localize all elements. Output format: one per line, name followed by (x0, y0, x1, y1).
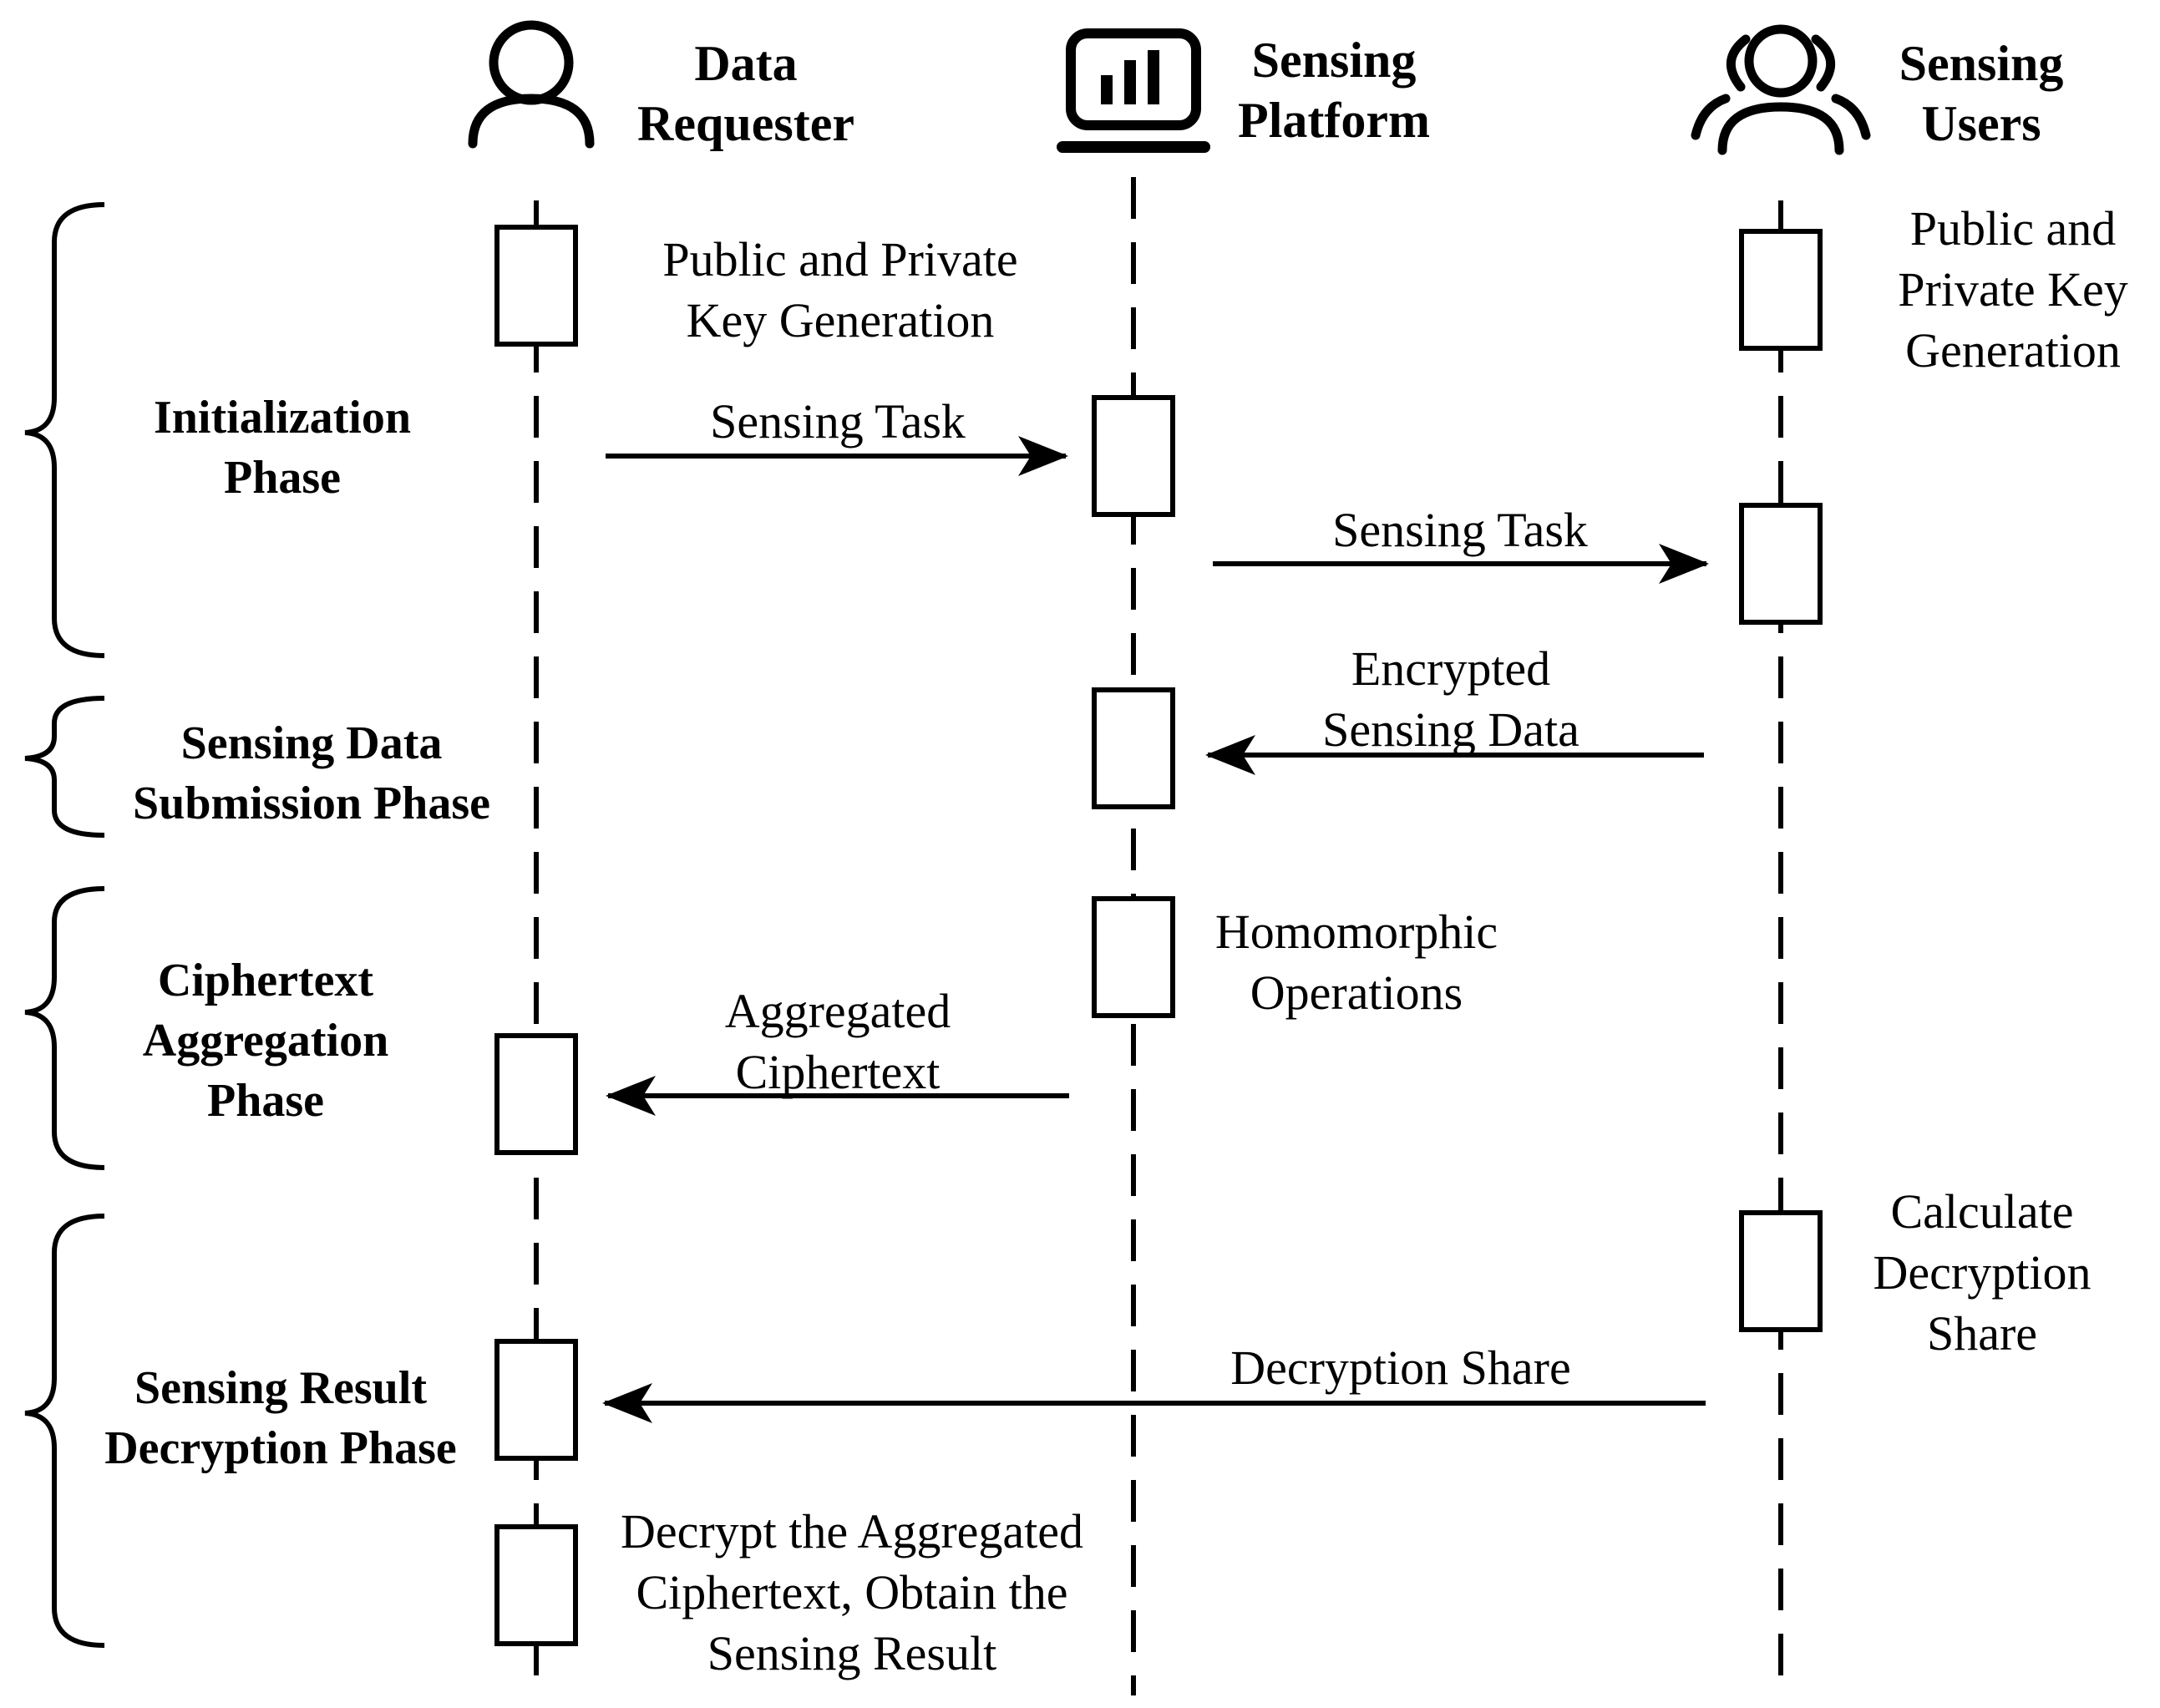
activation-platform-task (1092, 395, 1175, 517)
svg-text:Ciphertext, Obtain the: Ciphertext, Obtain the (636, 1565, 1067, 1619)
actor-label-data-requester: Data Requester (637, 36, 854, 151)
svg-text:Decrypt the Aggregated: Decrypt the Aggregated (621, 1504, 1083, 1558)
svg-text:Decryption Phase: Decryption Phase (104, 1422, 457, 1474)
svg-text:Sensing Result: Sensing Result (707, 1626, 996, 1680)
phase-brace-initialization (24, 202, 105, 658)
svg-text:Sensing Task: Sensing Task (1332, 503, 1588, 557)
note-calculate-decryption-share: Calculate Decryption Share (1874, 1184, 2092, 1361)
users-group-icon (1691, 24, 1871, 155)
actor-label-sensing-platform: Sensing Platform (1238, 33, 1430, 148)
svg-text:Sensing Result: Sensing Result (134, 1362, 427, 1414)
phase-brace-data-submission (24, 696, 105, 838)
note-users-keygen: Public and Private Key Generation (1898, 201, 2127, 378)
phase-label-result-decryption: Sensing Result Decryption Phase (104, 1362, 457, 1474)
phase-label-data-submission: Sensing Data Submission Phase (133, 717, 490, 829)
svg-text:Phase: Phase (207, 1075, 324, 1127)
svg-text:Encrypted: Encrypted (1351, 641, 1550, 696)
svg-text:Aggregation: Aggregation (143, 1015, 389, 1067)
svg-text:Phase: Phase (224, 452, 341, 504)
phase-brace-ciphertext-aggregation (24, 886, 105, 1170)
svg-text:Public and: Public and (1910, 201, 2116, 256)
phase-label-initialization: Initialization Phase (154, 392, 411, 504)
svg-text:Public and Private: Public and Private (662, 232, 1017, 286)
activation-users-task (1739, 503, 1823, 625)
message-label-aggregated-ciphertext: Aggregated Ciphertext (725, 984, 951, 1099)
note-decrypt-result: Decrypt the Aggregated Ciphertext, Obtai… (621, 1504, 1083, 1680)
actor-label-sensing-users: Sensing Users (1899, 36, 2064, 151)
svg-text:Ciphertext: Ciphertext (736, 1045, 941, 1099)
activation-platform-homomorphic (1092, 896, 1175, 1018)
activation-requester-decrypt (494, 1524, 578, 1646)
note-requester-keygen: Public and Private Key Generation (662, 232, 1017, 347)
activation-users-keygen (1739, 229, 1823, 351)
svg-text:Generation: Generation (1905, 323, 2121, 378)
activation-users-share (1739, 1210, 1823, 1332)
svg-text:Sensing Data: Sensing Data (1322, 702, 1579, 757)
svg-text:Decryption Share: Decryption Share (1230, 1341, 1570, 1395)
svg-text:Ciphertext: Ciphertext (158, 955, 374, 1006)
svg-text:Sensing Task: Sensing Task (710, 394, 966, 449)
svg-text:Operations: Operations (1250, 966, 1463, 1020)
svg-text:Calculate: Calculate (1890, 1184, 2073, 1239)
note-homomorphic-operations: Homomorphic Operations (1215, 905, 1498, 1020)
svg-text:Users: Users (1921, 96, 2041, 151)
phase-label-ciphertext-aggregation: Ciphertext Aggregation Phase (143, 955, 389, 1127)
svg-text:Requester: Requester (637, 96, 854, 151)
svg-text:Initialization: Initialization (154, 392, 411, 443)
svg-text:Key Generation: Key Generation (687, 293, 995, 347)
monitor-chart-icon (1057, 28, 1210, 153)
activation-requester-keygen (494, 225, 578, 347)
svg-text:Homomorphic: Homomorphic (1215, 905, 1498, 959)
message-label-task-to-platform: Sensing Task (710, 394, 966, 449)
svg-text:Sensing: Sensing (1252, 33, 1417, 88)
message-label-decryption-share: Decryption Share (1230, 1341, 1570, 1395)
svg-text:Decryption: Decryption (1874, 1245, 2092, 1300)
activation-requester-aggregate (494, 1033, 578, 1155)
svg-text:Aggregated: Aggregated (725, 984, 951, 1038)
message-label-encrypted-data: Encrypted Sensing Data (1322, 641, 1579, 757)
svg-text:Sensing Data: Sensing Data (181, 717, 443, 769)
svg-text:Sensing: Sensing (1899, 36, 2064, 91)
message-label-task-to-users: Sensing Task (1332, 503, 1588, 557)
activation-requester-share (494, 1339, 578, 1461)
person-icon (468, 20, 595, 149)
svg-text:Share: Share (1927, 1306, 2037, 1361)
svg-text:Platform: Platform (1238, 93, 1430, 148)
phase-brace-result-decryption (24, 1214, 105, 1648)
svg-text:Data: Data (694, 36, 797, 91)
svg-text:Private Key: Private Key (1898, 262, 2127, 317)
svg-text:Submission Phase: Submission Phase (133, 778, 490, 829)
activation-platform-data (1092, 687, 1175, 809)
